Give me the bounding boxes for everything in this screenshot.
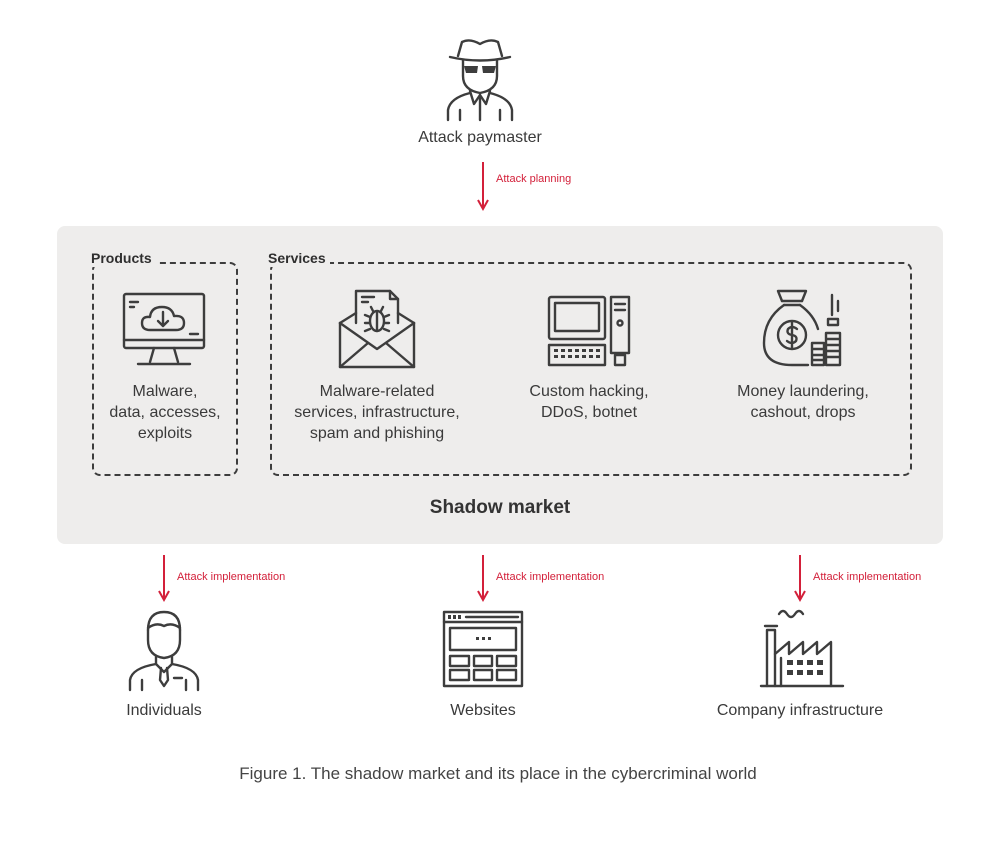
attack-implementation-label-2: Attack implementation — [496, 571, 605, 583]
services-item-label-2: Custom hacking, DDoS, botnet — [529, 383, 649, 421]
products-item-label: Malware, data, accesses, exploits — [109, 383, 221, 442]
attack-implementation-label-3: Attack implementation — [813, 571, 922, 583]
products-title: Products — [89, 249, 156, 267]
bug-envelope-icon — [338, 289, 416, 369]
attack-implementation-arrow-3 — [794, 555, 806, 603]
attack-planning-label: Attack planning — [496, 173, 572, 185]
attack-paymaster-label: Attack paymaster — [418, 129, 542, 146]
hacker-icon — [446, 39, 514, 122]
target-label-company-infrastructure: Company infrastructure — [716, 702, 884, 719]
factory-icon — [759, 609, 845, 688]
figure-caption: Figure 1. The shadow market and its plac… — [239, 764, 757, 783]
products-box — [92, 262, 238, 476]
attack-implementation-label-1: Attack implementation — [177, 571, 286, 583]
shadow-market-title: Shadow market — [429, 497, 571, 518]
shadow-market-panel — [57, 226, 943, 544]
person-icon — [128, 610, 200, 692]
computer-download-icon — [122, 292, 206, 366]
money-bag-coins-icon — [762, 289, 842, 367]
services-title: Services — [266, 249, 330, 267]
target-label-websites: Websites — [450, 702, 516, 719]
target-label-individuals: Individuals — [126, 702, 202, 719]
services-item-label-3: Money laundering, cashout, drops — [737, 383, 869, 421]
attack-implementation-arrow-2 — [477, 555, 489, 603]
services-item-label-1: Malware-related services, infrastructure… — [294, 383, 460, 442]
services-box — [270, 262, 912, 476]
hacking-computer-icon — [547, 295, 631, 367]
attack-implementation-arrow-1 — [158, 555, 170, 603]
attack-planning-arrow — [477, 162, 489, 212]
website-icon — [442, 610, 524, 688]
